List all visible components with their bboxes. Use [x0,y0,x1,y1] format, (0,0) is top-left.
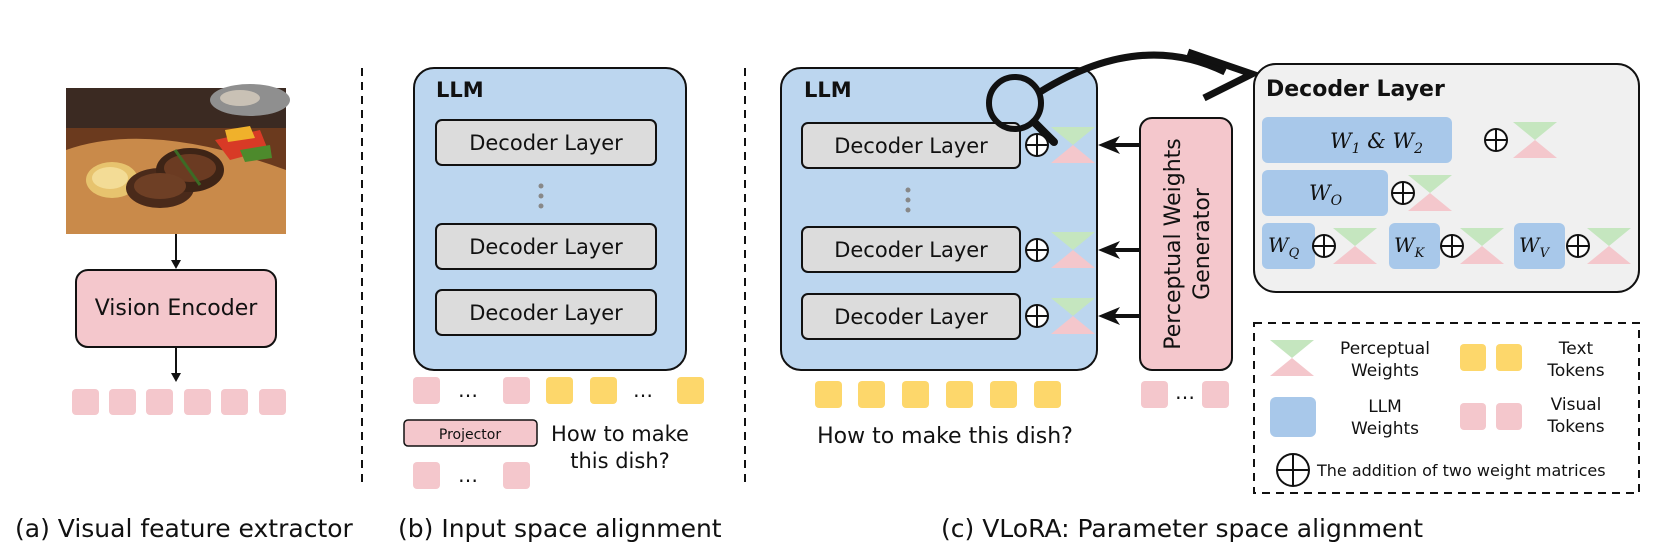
visual-tokens-a [72,389,286,415]
legend: Perceptual Weights Text Tokens LLM Weigh… [1253,322,1640,494]
question-c: How to make this dish? [817,424,1073,449]
question-b-line2: this dish? [570,449,670,473]
caption-a: (a) Visual feature extractor [15,514,354,543]
caption-b: (b) Input space alignment [398,514,722,543]
text-tokens-c [815,381,1061,408]
add-icon [1025,238,1049,262]
svg-text:…: … [1175,380,1195,404]
llm-label-b: LLM [436,78,484,102]
weight-w1-w2: W1 & W2 [1330,129,1423,157]
legend-text-line1: Text [1558,339,1594,359]
add-icon [1312,234,1336,258]
decoder-layer-c-2: Decoder Layer [834,238,988,262]
generator-line2: Generator [1190,187,1215,300]
legend-visual-line1: Visual [1551,395,1602,415]
legend-perceptual-line2: Weights [1351,361,1419,381]
add-icon [1440,234,1464,258]
decoder-layer-b-3: Decoder Layer [469,301,623,325]
decoder-detail-title: Decoder Layer [1266,77,1445,102]
svg-text:…: … [458,378,478,402]
zoom-arrow [1038,51,1227,95]
panel-c: LLM Decoder Layer Decoder Layer Decoder … [780,48,1423,543]
legend-perceptual-line1: Perceptual [1340,339,1430,359]
weight-wv: WV [1519,233,1551,261]
dish-photo [66,84,290,234]
weight-wk: WK [1394,233,1426,261]
add-icon [1025,304,1049,328]
legend-llm-line2: Weights [1351,419,1419,439]
svg-text:…: … [633,378,653,402]
add-icon [1391,181,1415,205]
input-tokens-b: … … [413,377,704,404]
visual-tokens-c: … [1141,380,1229,408]
legend-addition: The addition of two weight matrices [1316,461,1606,480]
legend-llm-weights-swatch [1270,397,1316,437]
weight-wq: WQ [1268,233,1300,261]
generator-line1: Perceptual Weights [1161,138,1186,349]
projector-box [403,419,538,447]
legend-add-icon [1276,453,1310,487]
legend-llm-line1: LLM [1368,397,1402,417]
weight-wo: WO [1309,181,1343,209]
caption-c: (c) VLoRA: Parameter space alignment [941,514,1423,543]
vertical-dots-c [905,187,911,213]
decoder-layer-c-1: Decoder Layer [834,134,988,158]
svg-text:…: … [458,463,478,487]
decoder-layer-detail: Decoder Layer W1 & W2 WO WQ WK WV [1253,63,1640,293]
legend-text-token [1460,344,1486,371]
vision-encoder-label: Vision Encoder [95,296,259,321]
question-b-line1: How to make [551,422,689,446]
decoder-layer-b-1: Decoder Layer [469,131,623,155]
decoder-layer-c-3: Decoder Layer [834,305,988,329]
projector-label: Projector [439,427,501,443]
legend-visual-token [1460,403,1486,430]
vertical-dots-b [538,183,544,209]
generator-arrows [1098,136,1140,325]
visual-tokens-b: … [413,462,530,489]
magnifier-icon [986,74,1058,146]
legend-visual-token [1496,403,1522,430]
perceptual-weights-generator-box [1139,117,1233,371]
add-icon [1566,234,1590,258]
panel-b: LLM Decoder Layer Decoder Layer Decoder … [398,67,722,543]
panel-a: Vision Encoder (a) Visual feature extrac… [15,84,354,543]
decoder-layer-b-2: Decoder Layer [469,235,623,259]
legend-visual-line2: Tokens [1546,417,1604,437]
add-icon [1484,128,1508,152]
legend-text-line2: Tokens [1546,361,1604,381]
llm-label-c: LLM [804,78,852,102]
legend-text-token [1496,344,1522,371]
